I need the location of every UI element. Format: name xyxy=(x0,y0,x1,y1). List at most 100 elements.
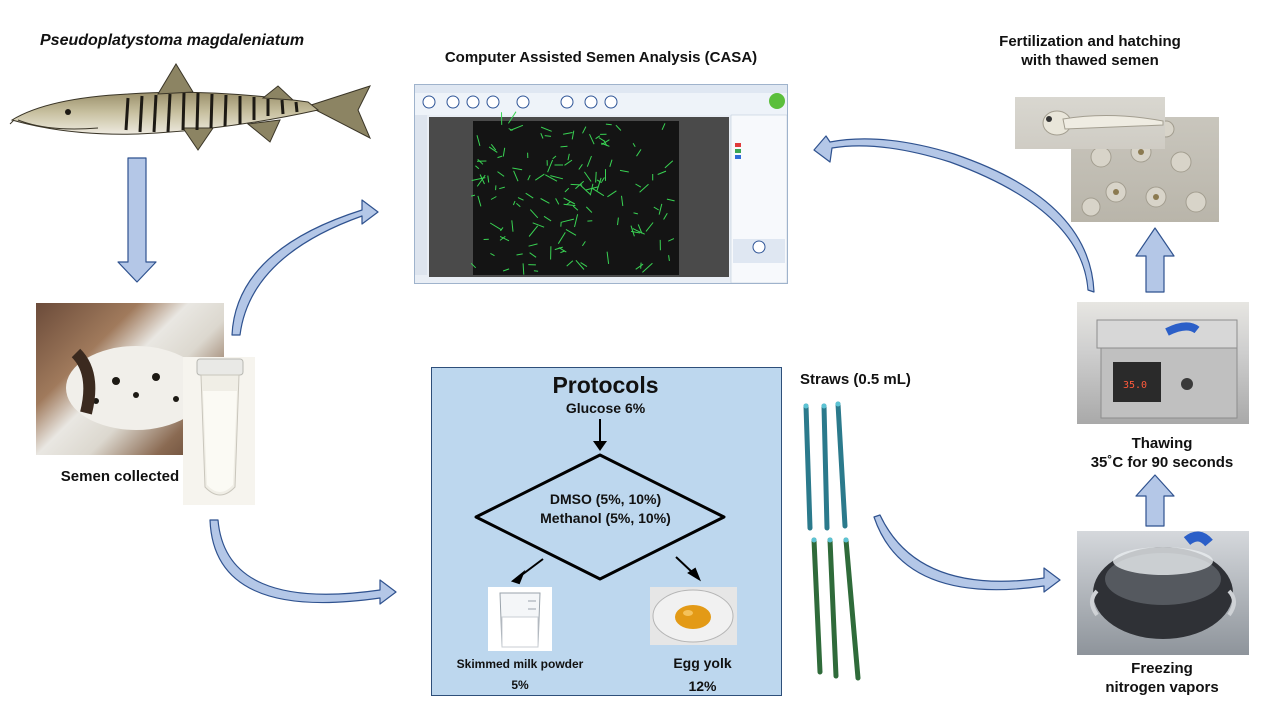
sperm-track xyxy=(582,126,587,134)
sperm-track xyxy=(581,241,586,247)
sperm-track xyxy=(615,124,622,131)
sperm-track xyxy=(470,262,477,269)
sperm-track xyxy=(571,130,575,140)
sperm-track xyxy=(601,139,610,146)
milk-powder-label: Skimmed milk powder xyxy=(456,657,584,671)
sperm-track xyxy=(645,222,654,232)
sperm-track xyxy=(566,260,574,267)
sperm-track xyxy=(507,111,517,124)
sperm-track xyxy=(580,185,591,195)
sperm-track xyxy=(663,212,668,220)
cryoprotectant-label: DMSO (5%, 10%) Methanol (5%, 10%) xyxy=(431,490,780,528)
sperm-track xyxy=(596,179,602,184)
sperm-track xyxy=(488,146,498,153)
arrow-up-thawing-to-fertilization xyxy=(1135,227,1175,293)
sperm-track xyxy=(545,174,558,182)
sperm-track xyxy=(529,252,537,258)
sperm-track xyxy=(601,177,605,182)
sperm-track xyxy=(563,203,576,207)
sperm-track xyxy=(636,149,642,157)
cryoprotectant-line1: DMSO (5%, 10%) xyxy=(549,491,662,507)
glucose-label: Glucose 6% xyxy=(565,400,646,416)
fertilization-label-line2: with thawed semen xyxy=(1021,52,1159,69)
sperm-track xyxy=(540,198,550,204)
sperm-track xyxy=(490,252,495,257)
sperm-track xyxy=(527,174,531,181)
sperm-track xyxy=(508,128,513,132)
fertilization-label: Fertilization and hatching with thawed s… xyxy=(970,32,1210,70)
freezing-line1: Freezing xyxy=(1131,660,1193,677)
sperm-track xyxy=(522,263,525,275)
sperm-track xyxy=(477,158,484,165)
nitrogen-dewar-photo xyxy=(1077,531,1249,655)
sperm-track xyxy=(517,197,524,201)
sperm-track xyxy=(572,205,579,211)
milk-powder-value: 5% xyxy=(511,678,529,692)
sperm-track xyxy=(575,259,585,270)
sperm-track xyxy=(605,123,612,126)
sperm-track xyxy=(560,145,568,148)
sperm-track xyxy=(532,222,545,228)
sperm-track xyxy=(583,171,592,182)
sperm-track xyxy=(544,135,552,137)
sperm-track xyxy=(658,203,663,215)
straws-label: Straws (0.5 mL) xyxy=(800,371,911,388)
sperm-track xyxy=(512,200,516,206)
straws-illustration xyxy=(803,401,861,681)
sperm-track xyxy=(596,177,602,191)
sperm-track xyxy=(606,251,610,264)
arrow-semen-to-protocols xyxy=(209,519,397,605)
sperm-track xyxy=(657,170,667,175)
freezing-label: Freezing nitrogen vapors xyxy=(1062,659,1262,697)
sperm-track xyxy=(476,135,481,147)
sperm-track xyxy=(561,218,575,223)
casa-software-screenshot xyxy=(414,84,788,284)
sperm-track xyxy=(578,164,583,170)
sperm-track xyxy=(585,206,593,213)
sperm-track xyxy=(502,268,510,272)
sperm-track xyxy=(607,190,617,198)
sperm-track xyxy=(543,215,552,222)
sperm-track xyxy=(550,175,564,180)
sperm-track xyxy=(497,171,505,177)
arrow-semen-to-casa xyxy=(231,199,379,336)
sperm-track xyxy=(661,123,666,131)
sperm-track xyxy=(574,214,579,228)
sperm-track xyxy=(475,165,480,170)
sperm-track xyxy=(667,238,675,242)
egg-yolk-label: Egg yolk xyxy=(673,655,732,671)
sperm-track xyxy=(511,220,514,232)
sperm-track xyxy=(470,194,476,197)
sperm-track xyxy=(499,186,505,190)
sperm-track xyxy=(565,228,577,236)
sperm-track xyxy=(635,263,644,270)
sperm-track xyxy=(664,160,674,169)
sperm-track xyxy=(499,235,510,242)
sperm-track xyxy=(567,153,570,161)
arrow-down-fish-to-semen xyxy=(117,157,157,283)
sperm-track xyxy=(630,225,635,237)
sperm-track xyxy=(476,174,486,187)
sperm-track xyxy=(635,183,642,188)
sperm-track xyxy=(595,135,601,140)
sperm-track xyxy=(619,169,629,173)
sperm-track xyxy=(525,192,534,199)
sperm-track xyxy=(540,126,552,132)
sperm-track xyxy=(609,159,613,167)
sperm-track xyxy=(512,167,523,171)
sperm-track xyxy=(563,132,573,135)
sperm-track xyxy=(639,183,649,193)
sperm-track xyxy=(510,124,524,131)
sperm-track xyxy=(563,197,576,205)
sperm-track xyxy=(528,243,538,247)
sperm-track xyxy=(554,246,563,251)
species-label: Pseudoplatystoma magdaleniatum xyxy=(40,32,305,49)
cryoprotectant-line2: Methanol (5%, 10%) xyxy=(540,510,671,526)
sperm-track xyxy=(500,227,504,232)
sperm-track xyxy=(552,155,557,160)
casa-title: Computer Assisted Semen Analysis (CASA) xyxy=(444,49,758,66)
semen-tube-photo xyxy=(183,357,255,505)
sperm-track xyxy=(632,228,645,235)
sperm-track xyxy=(580,262,588,268)
